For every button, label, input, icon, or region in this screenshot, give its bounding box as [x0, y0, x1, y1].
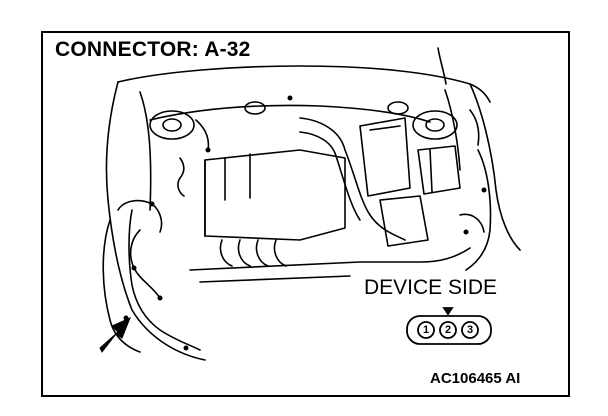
lower-module — [379, 195, 429, 247]
connector-title: CONNECTOR: A-32 — [55, 38, 251, 61]
right-hinge — [444, 89, 461, 171]
intake-runners — [219, 239, 287, 267]
connector-pin-1 — [417, 321, 435, 339]
battery — [417, 145, 461, 195]
figure-border — [41, 31, 570, 397]
right-harness — [465, 149, 492, 271]
device-side-label: DEVICE SIDE — [364, 276, 498, 299]
reservoir-cap-left — [244, 101, 266, 115]
left-harness — [128, 209, 201, 351]
pointer-arrow-icon — [99, 317, 131, 353]
connector-pin-2 — [439, 321, 457, 339]
right-fender — [469, 83, 521, 251]
air-cleaner-box — [359, 117, 411, 197]
connector-face — [406, 307, 492, 345]
left-bumper — [102, 219, 141, 353]
engine-cover — [204, 149, 346, 241]
pin-label-2: 2 — [444, 324, 452, 336]
pin-label-1: 1 — [422, 324, 430, 336]
hood-outline — [117, 65, 491, 103]
reservoir-cap-right — [387, 101, 409, 115]
left-strut-tower — [149, 110, 195, 140]
right-strut-tower — [412, 110, 458, 140]
figure-code: AC106465 AI — [430, 370, 521, 387]
left-fender — [105, 81, 206, 361]
pin-label-3: 3 — [466, 324, 474, 336]
left-hinge — [139, 91, 152, 211]
radiator-support — [189, 247, 471, 271]
hood-prop — [437, 47, 447, 85]
connector-key-icon — [442, 307, 454, 316]
intake-hose — [299, 117, 406, 241]
connector-pin-3 — [461, 321, 479, 339]
